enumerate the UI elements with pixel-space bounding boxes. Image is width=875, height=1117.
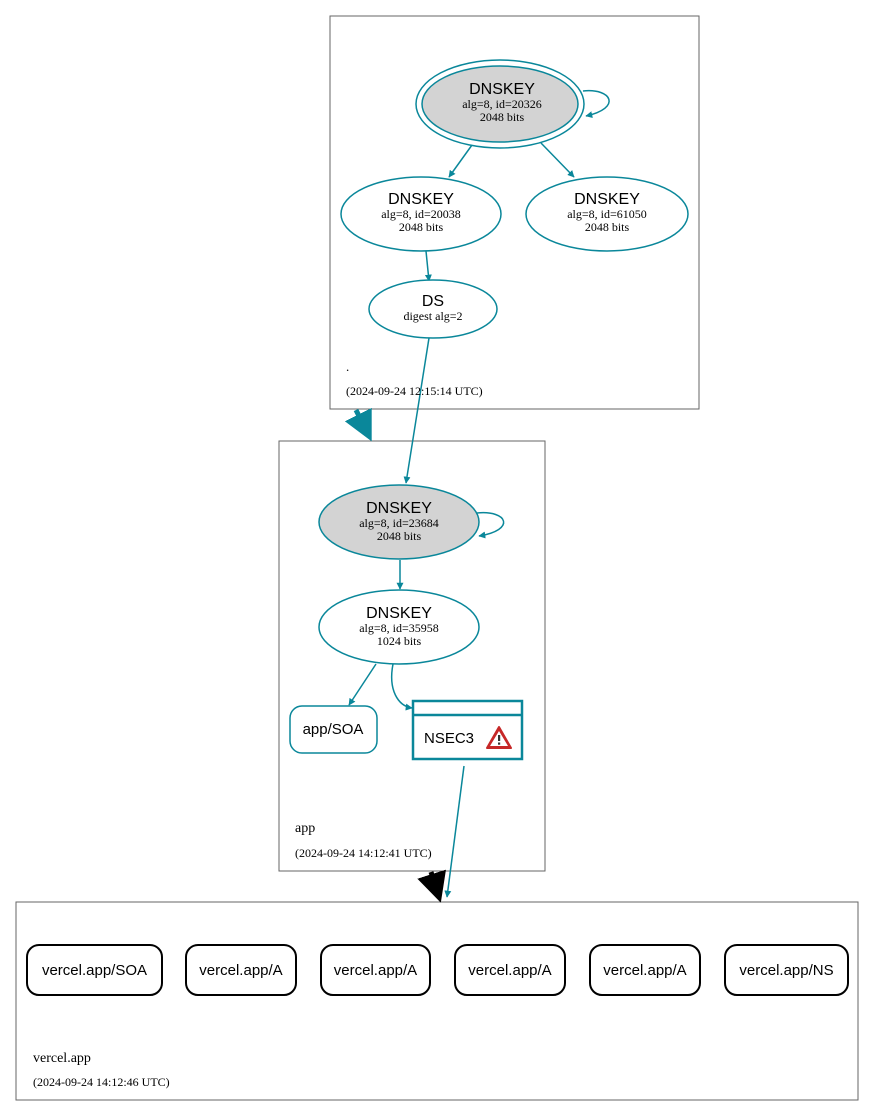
- app-zsk-title: DNSKEY: [366, 605, 432, 622]
- vercel-record-label: vercel.app/SOA: [42, 962, 147, 979]
- root-zsk1-title: DNSKEY: [388, 191, 454, 208]
- vercel-record-node[interactable]: vercel.app/A: [320, 944, 431, 996]
- app-nsec3-label: NSEC3: [424, 730, 474, 747]
- root-zsk1-line2: 2048 bits: [399, 220, 444, 234]
- root-ksk-title: DNSKEY: [469, 81, 535, 98]
- vercel-record-label: vercel.app/A: [199, 962, 282, 979]
- app-zsk-line2: 1024 bits: [377, 634, 422, 648]
- vercel-zone-timestamp: (2024-09-24 14:12:46 UTC): [33, 1075, 170, 1089]
- edge-delegation-root-app: [344, 407, 372, 442]
- zone-vercel-box: [15, 901, 859, 1101]
- root-zsk1-line1: alg=8, id=20038: [381, 207, 461, 221]
- vercel-record-node[interactable]: vercel.app/A: [454, 944, 566, 996]
- edge-delegation-app-vercel: [417, 869, 446, 903]
- root-ksk-node[interactable]: DNSKEY alg=8, id=20326 2048 bits: [415, 59, 585, 149]
- app-zsk-node[interactable]: DNSKEY alg=8, id=35958 1024 bits: [318, 589, 480, 665]
- edge-root-ksk-self: [582, 90, 610, 119]
- vercel-record-label: vercel.app/A: [468, 962, 551, 979]
- edge-root-zsk1-ds: [424, 250, 432, 282]
- vercel-record-node[interactable]: vercel.app/NS: [724, 944, 849, 996]
- root-ksk-line1: alg=8, id=20326: [462, 97, 542, 111]
- app-ksk-line2: 2048 bits: [377, 529, 422, 543]
- root-zsk2-title: DNSKEY: [574, 191, 640, 208]
- root-ds-title: DS: [422, 293, 444, 310]
- vercel-record-label: vercel.app/NS: [739, 962, 833, 979]
- root-ksk-line2: 2048 bits: [480, 110, 525, 124]
- vercel-record-label: vercel.app/A: [603, 962, 686, 979]
- app-nsec3-node[interactable]: NSEC3: [411, 699, 524, 761]
- zone-root-box: [329, 15, 700, 410]
- edge-app-zsk-nsec3: [391, 663, 413, 711]
- vercel-record-label: vercel.app/A: [334, 962, 417, 979]
- vercel-record-node[interactable]: vercel.app/A: [589, 944, 701, 996]
- vercel-record-node[interactable]: vercel.app/SOA: [26, 944, 163, 996]
- app-soa-label: app/SOA: [303, 721, 364, 738]
- root-zone-name: .: [346, 359, 349, 374]
- edge-app-ksk-self: [476, 512, 505, 539]
- root-ds-line1: digest alg=2: [403, 309, 462, 323]
- app-ksk-title: DNSKEY: [366, 500, 432, 517]
- edge-nsec3-vercel: [444, 765, 465, 898]
- app-zone-name: app: [295, 821, 315, 836]
- vercel-record-node[interactable]: vercel.app/A: [185, 944, 297, 996]
- warning-triangle-icon: [486, 726, 512, 749]
- app-soa-node[interactable]: app/SOA: [289, 705, 378, 754]
- app-zone-timestamp: (2024-09-24 14:12:41 UTC): [295, 846, 432, 860]
- edge-root-ksk-zsk2: [540, 142, 575, 178]
- root-zone-timestamp: (2024-09-24 12:15:14 UTC): [346, 384, 483, 398]
- edge-app-zsk-soa: [348, 663, 377, 706]
- root-zsk1-node[interactable]: DNSKEY alg=8, id=20038 2048 bits: [340, 176, 502, 252]
- vercel-zone-name: vercel.app: [33, 1051, 91, 1066]
- root-zsk2-line1: alg=8, id=61050: [567, 207, 647, 221]
- edge-root-ksk-zsk1: [448, 144, 473, 178]
- edge-ds-app-ksk: [403, 337, 430, 484]
- app-ksk-node[interactable]: DNSKEY alg=8, id=23684 2048 bits: [318, 484, 480, 560]
- app-ksk-line1: alg=8, id=23684: [359, 516, 439, 530]
- app-zsk-line1: alg=8, id=35958: [359, 621, 439, 635]
- root-ds-node[interactable]: DS digest alg=2: [368, 279, 498, 339]
- root-zsk2-node[interactable]: DNSKEY alg=8, id=61050 2048 bits: [525, 176, 689, 252]
- root-zsk2-line2: 2048 bits: [585, 220, 630, 234]
